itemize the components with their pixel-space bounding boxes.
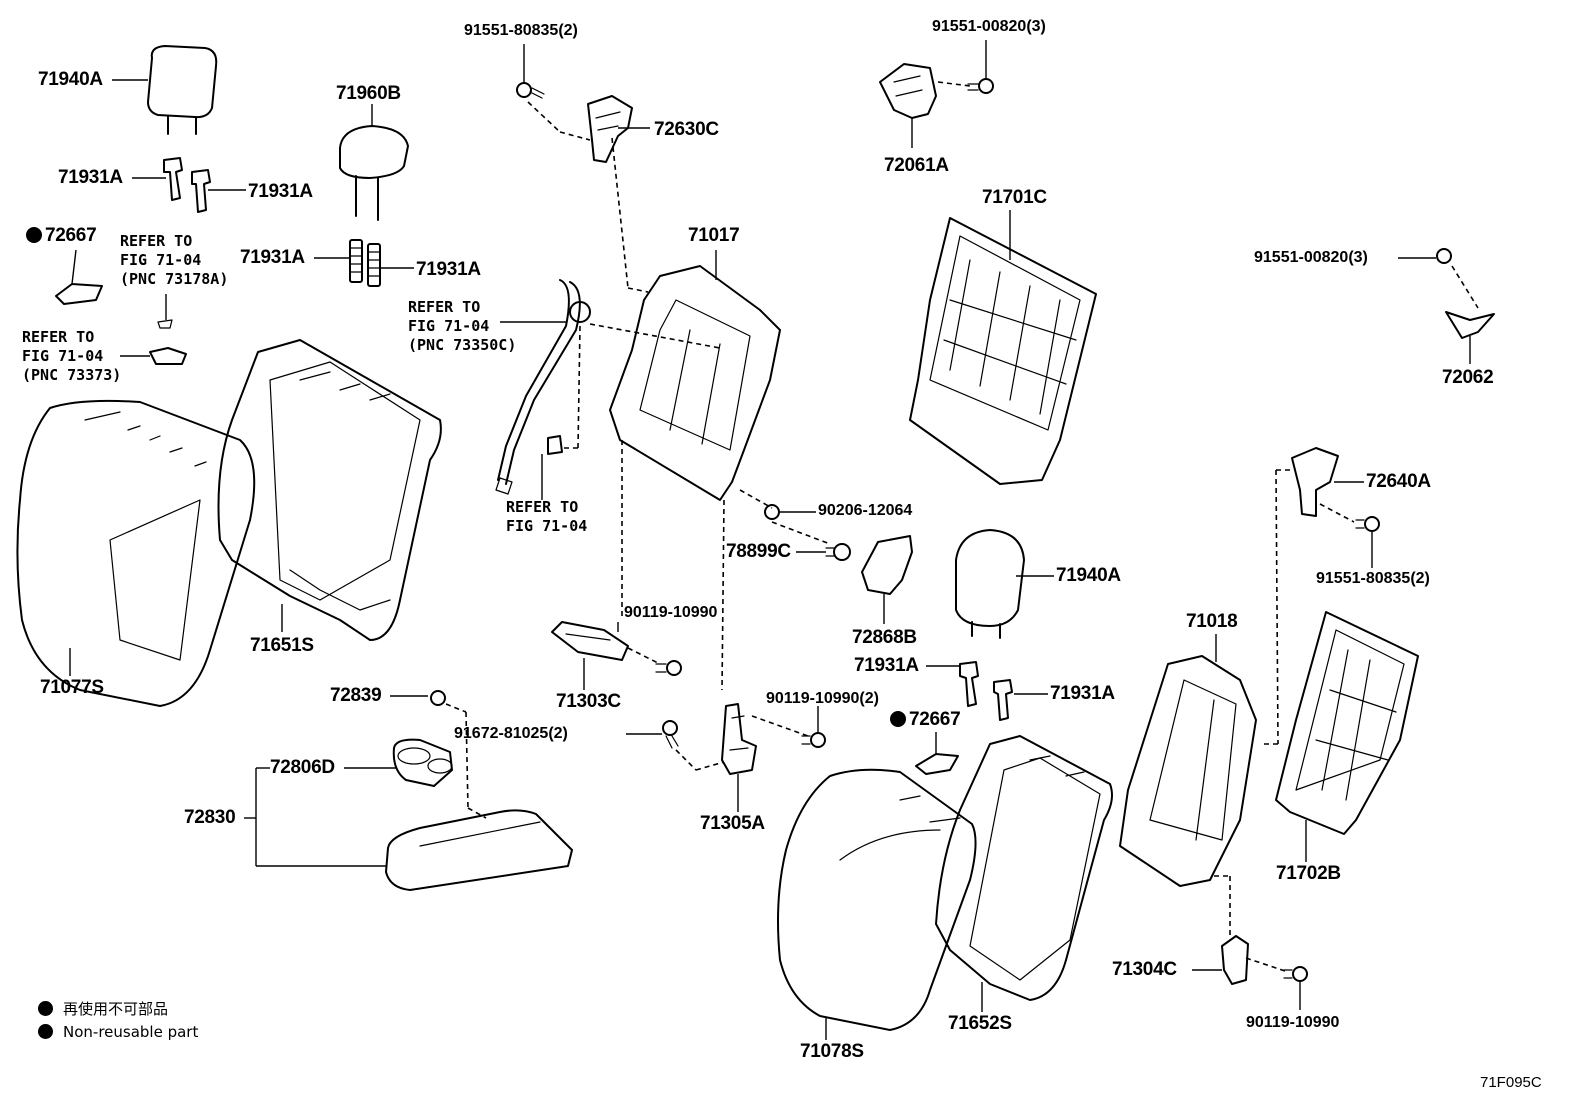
label-72830[interactable]: 72830 bbox=[184, 807, 236, 828]
label-71931a-4[interactable]: 71931A bbox=[416, 259, 481, 280]
label-71940a-mid[interactable]: 71940A bbox=[1056, 565, 1121, 586]
bracket-71305a bbox=[721, 703, 826, 812]
bolt-91551-80835-top bbox=[516, 82, 591, 141]
headrest-guides-mid bbox=[926, 661, 1048, 721]
label-71652s[interactable]: 71652S bbox=[948, 1013, 1012, 1034]
seatback-frame-71018 bbox=[1119, 634, 1257, 938]
headrest-71960b bbox=[339, 125, 409, 221]
label-71018[interactable]: 71018 bbox=[1186, 611, 1238, 632]
clip-72667-mid bbox=[915, 732, 959, 775]
refer-fig-71-04[interactable]: REFER TO FIG 71-04 bbox=[506, 498, 588, 535]
label-72806d[interactable]: 72806D bbox=[270, 757, 335, 778]
cap-72839 bbox=[390, 690, 487, 819]
headrest-71940a-mid bbox=[955, 529, 1054, 639]
label-71077s[interactable]: 71077S bbox=[40, 677, 104, 698]
legend-row-en: Non-reusable part bbox=[38, 1023, 198, 1041]
refer-73373[interactable]: REFER TO FIG 71-04 (PNC 73373) bbox=[22, 328, 122, 384]
refer-73178a[interactable]: REFER TO FIG 71-04 (PNC 73178A) bbox=[120, 232, 229, 288]
label-90206-12064[interactable]: 90206-12064 bbox=[818, 502, 913, 519]
label-71931a-6[interactable]: 71931A bbox=[1050, 683, 1115, 704]
label-71931a-2[interactable]: 71931A bbox=[248, 181, 313, 202]
seatback-pad-71652s bbox=[935, 735, 1113, 1012]
label-71017[interactable]: 71017 bbox=[688, 225, 740, 246]
seatback-frame-71017 bbox=[609, 250, 781, 691]
label-71940a-top[interactable]: 71940A bbox=[38, 69, 103, 90]
label-72868b[interactable]: 72868B bbox=[852, 627, 917, 648]
seatback-cover-71078s bbox=[777, 768, 977, 1040]
label-71931a-5[interactable]: 71931A bbox=[854, 655, 919, 676]
label-91672-81025[interactable]: 91672-81025(2) bbox=[454, 725, 568, 742]
label-90119-10990-b[interactable]: 90119-10990 bbox=[1246, 1014, 1340, 1031]
label-71931a-3[interactable]: 71931A bbox=[240, 247, 305, 268]
non-reusable-dot bbox=[890, 711, 906, 727]
seatback-pad-71651s bbox=[217, 339, 442, 641]
hinge-72061a bbox=[879, 40, 994, 148]
label-71305a[interactable]: 71305A bbox=[700, 813, 765, 834]
label-72630c[interactable]: 72630C bbox=[654, 119, 719, 140]
bezel-73373 bbox=[149, 347, 187, 365]
label-72839[interactable]: 72839 bbox=[330, 685, 382, 706]
bolt-91672-81025 bbox=[626, 720, 725, 771]
label-72061a[interactable]: 72061A bbox=[884, 155, 949, 176]
headrest-guides-top bbox=[163, 157, 211, 213]
label-72640a[interactable]: 72640A bbox=[1366, 471, 1431, 492]
legend-dot bbox=[38, 1001, 53, 1016]
label-71303c[interactable]: 71303C bbox=[556, 691, 621, 712]
label-72667-left[interactable]: 72667 bbox=[26, 226, 97, 246]
cover-72062 bbox=[1398, 248, 1495, 364]
label-91551-80835-top[interactable]: 91551-80835(2) bbox=[464, 22, 578, 39]
bezel-73178a bbox=[157, 319, 173, 329]
label-71701c[interactable]: 71701C bbox=[982, 187, 1047, 208]
bracket-71303c bbox=[551, 621, 682, 690]
headrest-71940a-top bbox=[147, 45, 218, 135]
seatback-board-71701c bbox=[909, 210, 1097, 485]
label-71960b[interactable]: 71960B bbox=[336, 83, 401, 104]
nut-90206-12064 bbox=[764, 504, 780, 520]
bolt-78899c bbox=[771, 521, 851, 561]
label-90119-10990-2[interactable]: 90119-10990(2) bbox=[766, 690, 879, 707]
label-91551-00820-top[interactable]: 91551-00820(3) bbox=[932, 18, 1046, 35]
lock-72640a bbox=[1260, 447, 1380, 745]
refer-73350c[interactable]: REFER TO FIG 71-04 (PNC 73350C) bbox=[408, 298, 517, 354]
label-71304c[interactable]: 71304C bbox=[1112, 959, 1177, 980]
legend-row-jp: 再使用不可部品 bbox=[38, 998, 168, 1019]
label-72667-mid[interactable]: 72667 bbox=[890, 710, 961, 730]
label-71931a-1[interactable]: 71931A bbox=[58, 167, 123, 188]
label-90119-10990-a[interactable]: 90119-10990 bbox=[624, 604, 718, 621]
lock-72630c bbox=[587, 95, 649, 293]
label-91551-80835-right[interactable]: 91551-80835(2) bbox=[1316, 570, 1430, 587]
clip-72667-left bbox=[55, 249, 103, 305]
label-71651s[interactable]: 71651S bbox=[250, 635, 314, 656]
diagram-id: 71F095C bbox=[1480, 1074, 1542, 1091]
cupholder-72806d bbox=[344, 738, 453, 787]
bracket-71304c bbox=[1192, 935, 1308, 1010]
non-reusable-dot bbox=[26, 227, 42, 243]
seatback-cover-71077s bbox=[16, 399, 256, 707]
armrest-72830 bbox=[244, 767, 573, 891]
label-71078s[interactable]: 71078S bbox=[800, 1041, 864, 1062]
seatback-board-71702b bbox=[1275, 611, 1419, 862]
label-71702b[interactable]: 71702B bbox=[1276, 863, 1341, 884]
seat-belt-assembly bbox=[495, 279, 721, 495]
headrest-guides-striped bbox=[349, 239, 381, 287]
legend-dot bbox=[38, 1024, 53, 1039]
label-91551-00820-right[interactable]: 91551-00820(3) bbox=[1254, 249, 1368, 266]
cover-72868b bbox=[861, 535, 913, 624]
label-78899c[interactable]: 78899C bbox=[726, 541, 791, 562]
label-72062[interactable]: 72062 bbox=[1442, 367, 1494, 388]
